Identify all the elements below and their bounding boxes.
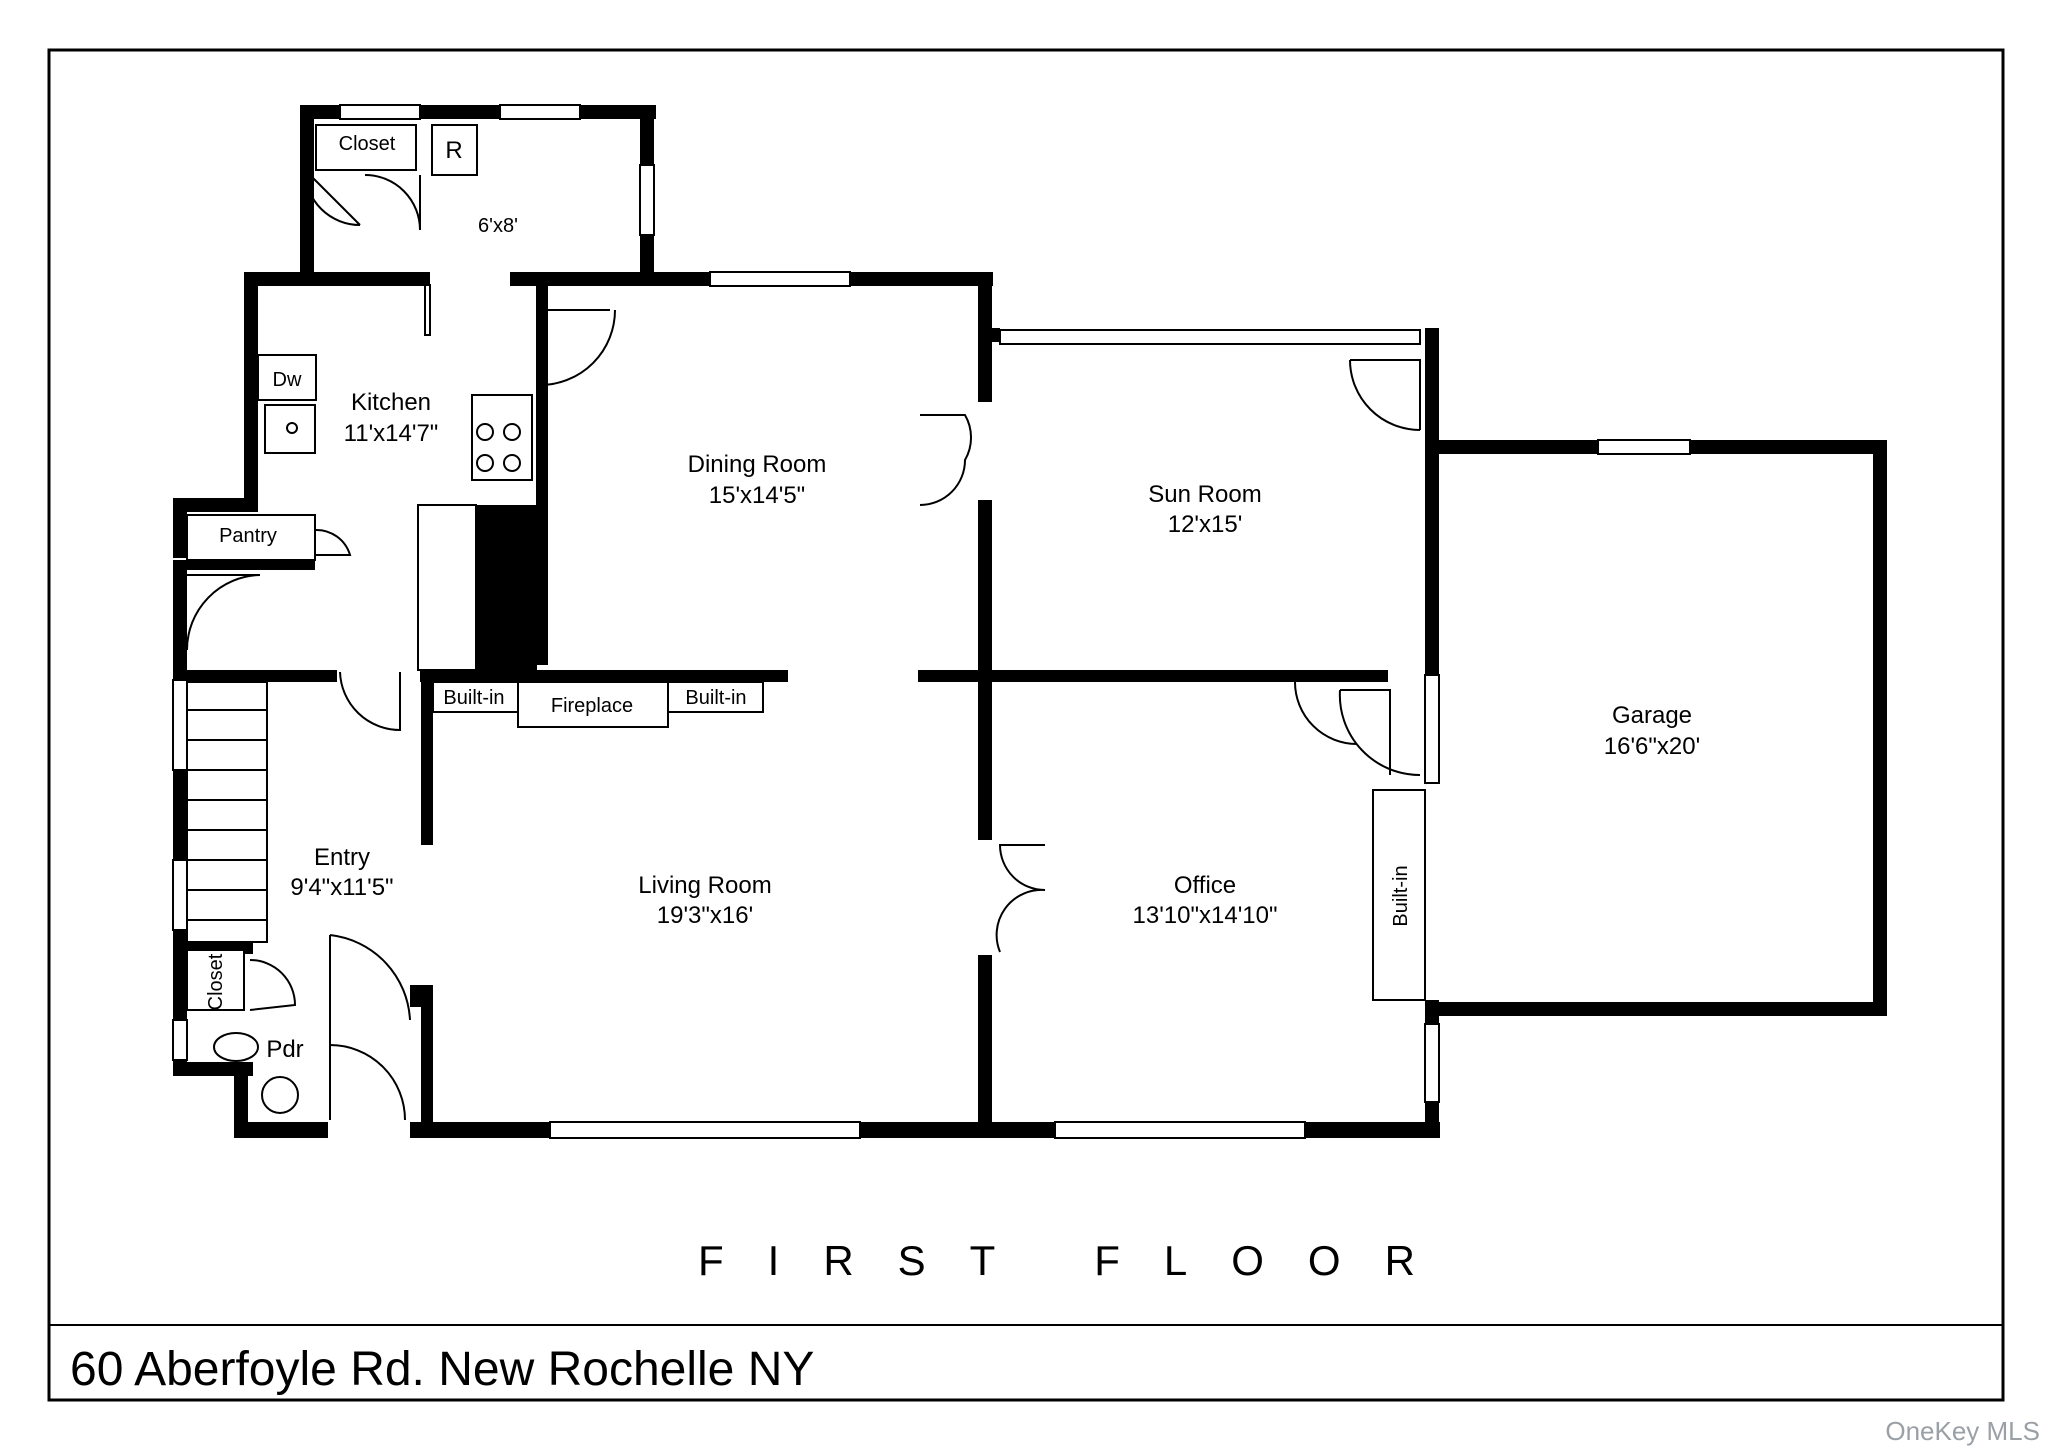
builtin-left-label: Built-in — [443, 687, 504, 709]
dining-name-label: Dining Room — [688, 451, 827, 478]
doors — [186, 169, 1421, 1121]
refrigerator-box — [431, 124, 478, 176]
fixtures — [186, 124, 1426, 1114]
room-labels: Closet R 6'x8' Dw Kitchen 11'x14'7" Pant… — [205, 133, 1700, 1063]
garage-size-label: 16'6"x20' — [1604, 733, 1700, 760]
kitchen-size-label: 11'x14'7" — [344, 420, 439, 447]
entry-size-label: 9'4"x11'5" — [290, 874, 393, 901]
dishwasher-label: Dw — [273, 369, 302, 391]
stovetop — [471, 394, 533, 481]
office-size-label: 13'10"x14'10" — [1133, 902, 1278, 929]
kitchen-sink — [264, 404, 316, 454]
address-label: 60 Aberfoyle Rd. New Rochelle NY — [70, 1343, 814, 1396]
mudroom-size-label: 6'x8' — [478, 215, 518, 237]
sun-name-label: Sun Room — [1148, 481, 1261, 508]
entry-name-label: Entry — [314, 844, 370, 871]
builtin-office-label: Built-in — [1390, 865, 1412, 926]
office-name-label: Office — [1174, 872, 1236, 899]
closet-entry-label: Closet — [205, 953, 227, 1010]
powder-room-label: Pdr — [266, 1036, 303, 1063]
closet-top-label: Closet — [339, 133, 396, 155]
kitchen-name-label: Kitchen — [351, 389, 431, 416]
pantry-label: Pantry — [219, 525, 277, 547]
garage-name-label: Garage — [1612, 702, 1692, 729]
dining-size-label: 15'x14'5" — [709, 482, 805, 509]
sun-size-label: 12'x15' — [1168, 511, 1243, 538]
frame-border — [47, 48, 2005, 1402]
living-size-label: 19'3"x16' — [657, 902, 753, 929]
fireplace-label: Fireplace — [551, 695, 633, 717]
floor-title: FIRST FLOOR — [698, 1237, 1459, 1284]
builtin-right-label: Built-in — [685, 687, 746, 709]
living-name-label: Living Room — [638, 872, 771, 899]
windows — [172, 104, 1691, 1139]
refrigerator-label: R — [445, 137, 462, 164]
watermark-label: OneKey MLS — [1885, 1416, 2040, 1446]
